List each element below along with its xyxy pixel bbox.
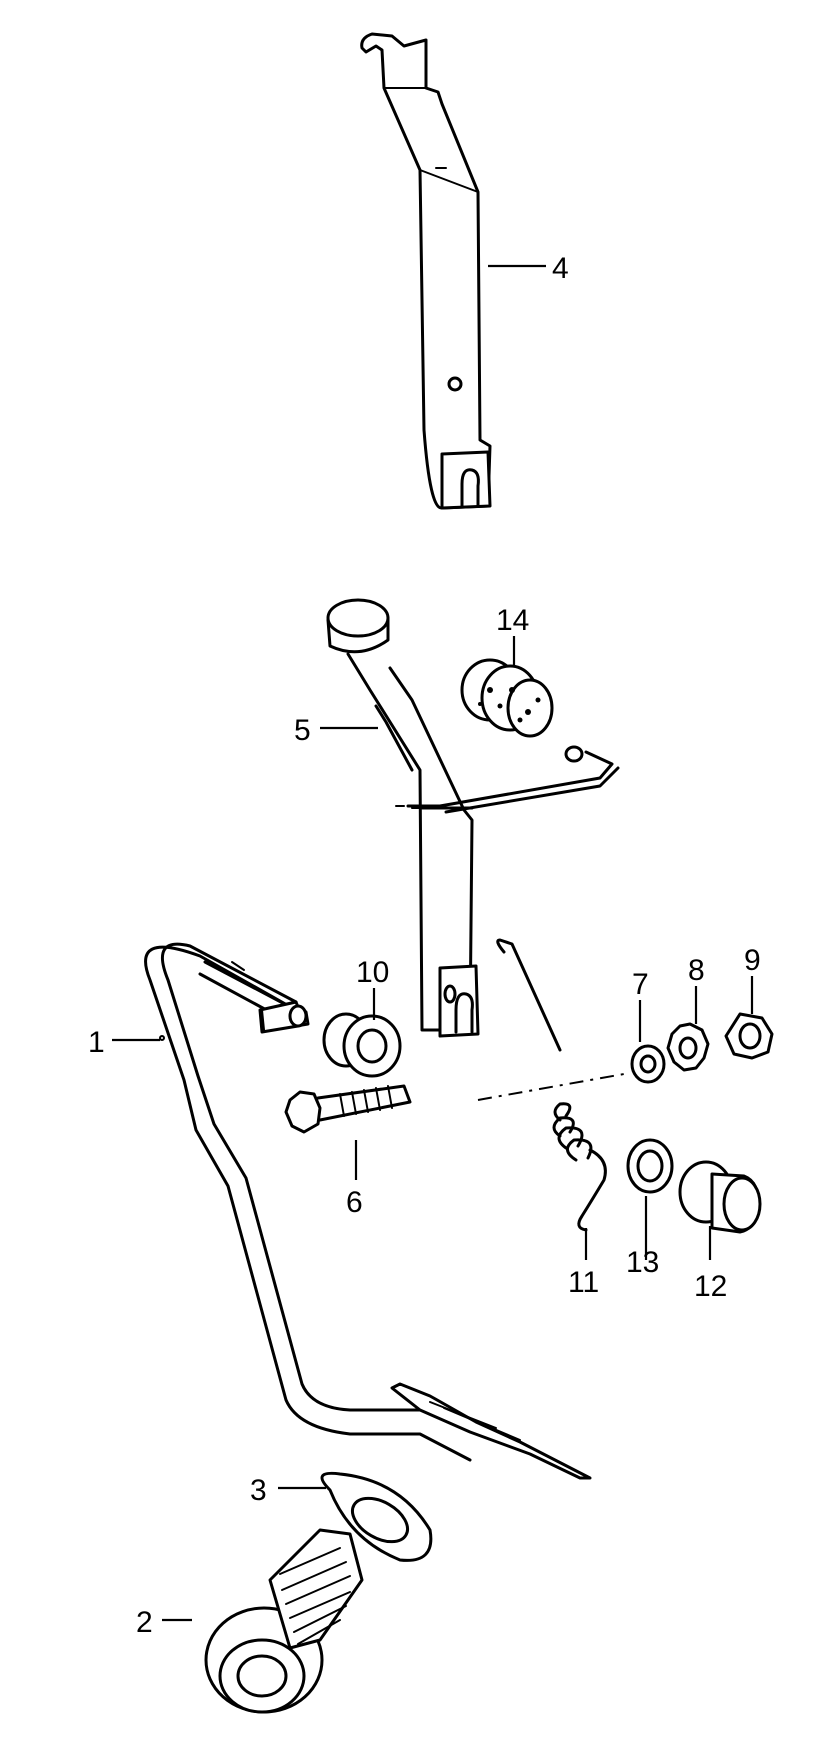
callout-1: 1 [88,1026,105,1059]
callout-8: 8 [688,954,705,987]
callout-labels: 1 2 3 4 5 6 7 8 9 10 11 12 13 14 [88,252,761,1639]
part-10-bushing [322,1012,402,1078]
callout-14: 14 [496,604,529,637]
leader-lines [112,264,754,1622]
part-11-return-spring [496,938,607,1232]
callout-12: 12 [694,1270,727,1303]
part-6-bolt [284,1084,412,1134]
part-9-nut [724,1012,774,1060]
callout-9: 9 [744,944,761,977]
callout-7: 7 [632,968,649,1001]
callout-6: 6 [346,1186,363,1219]
part-8-lock-washer [666,1022,710,1072]
part-5-lever-bracket [326,598,480,1038]
callout-13: 13 [626,1246,659,1279]
throttle-cable [395,745,620,814]
part-12-stop-buffer [678,1160,762,1234]
callout-2: 2 [136,1606,153,1639]
callout-10: 10 [356,956,389,989]
part-13-washer [626,1138,674,1194]
part-4-upper-bracket [360,32,492,510]
pivot-pin [258,1000,308,1034]
part-2-threaded-stop [204,1528,364,1714]
part-3-washer [320,1471,433,1562]
callout-4: 4 [552,252,569,285]
callout-3: 3 [250,1474,267,1507]
part-14-rubber-buffer [460,658,554,738]
callout-5: 5 [294,714,311,747]
assembly-axis [477,1073,625,1101]
callout-11: 11 [568,1266,599,1299]
part-7-washer [630,1044,666,1084]
